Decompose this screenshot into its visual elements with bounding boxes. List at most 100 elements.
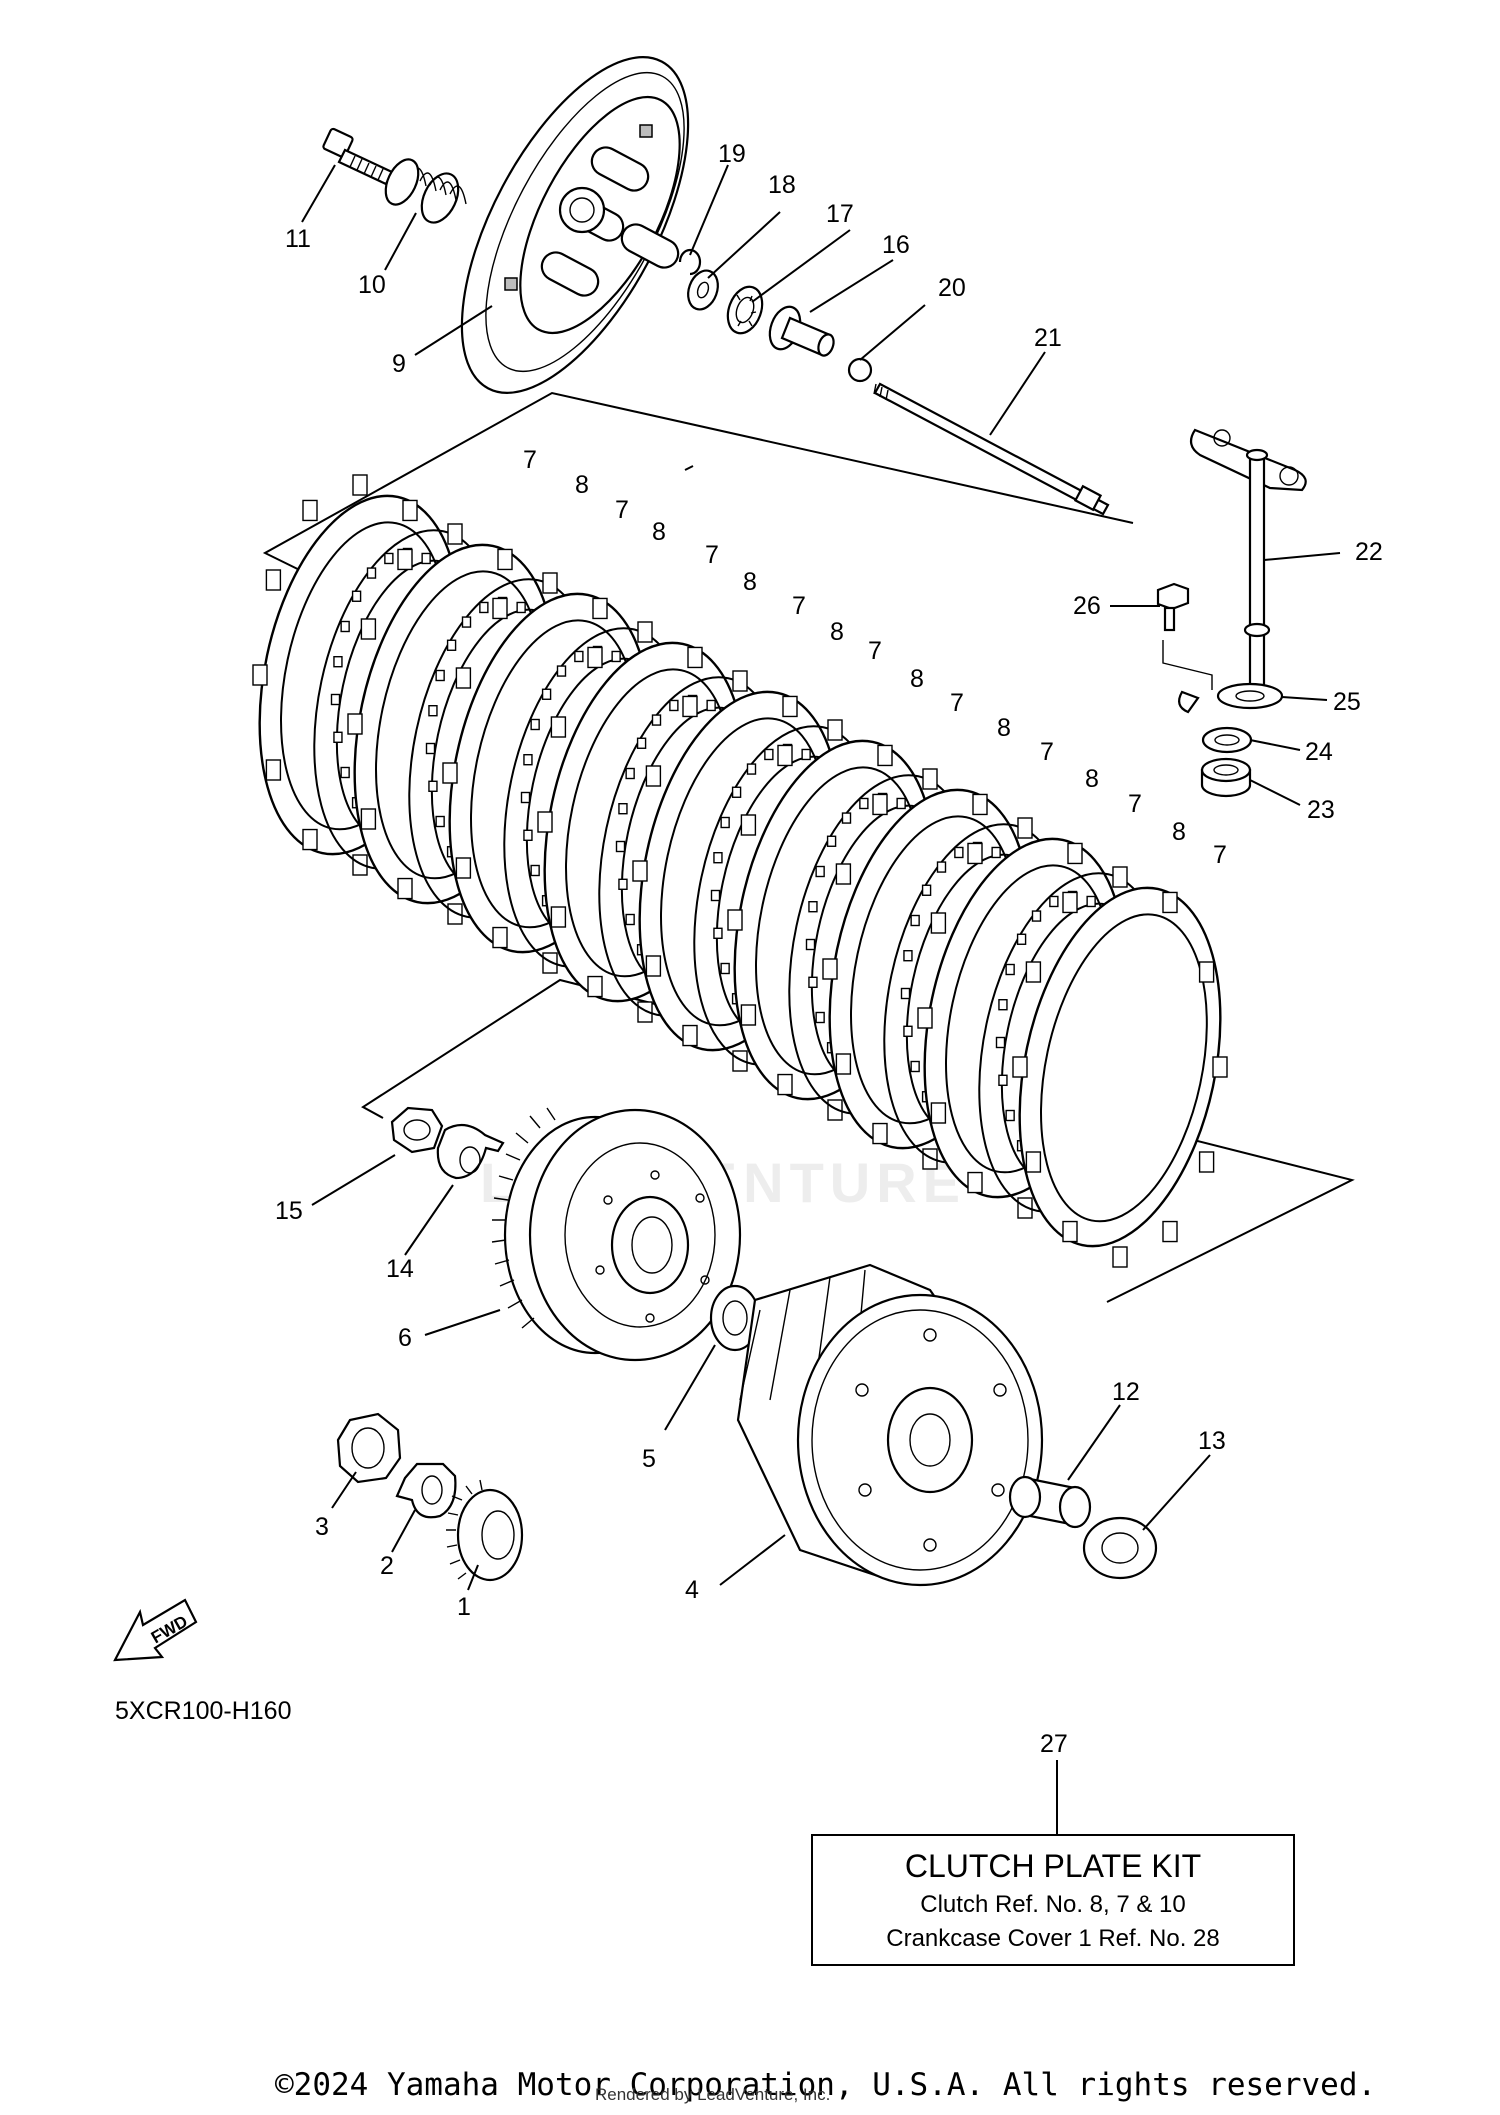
callout-4: 4 [685, 1576, 699, 1604]
steel-plate-tooth [954, 846, 964, 859]
steel-plate-tooth [651, 714, 662, 726]
steel-plate-tooth [900, 987, 911, 1000]
friction-plate-tab [402, 499, 418, 522]
callout-16: 16 [882, 231, 910, 259]
steel-plate-tooth [520, 791, 531, 804]
friction-plate-tab [740, 1004, 757, 1026]
callout-7f: 7 [950, 689, 964, 717]
callout-8h: 8 [1172, 818, 1186, 846]
friction-plate-tab [637, 1001, 653, 1023]
friction-plate-tab [827, 1099, 843, 1121]
part-23-bearing [1200, 757, 1252, 798]
steel-plate-tooth [435, 815, 445, 828]
callout-18: 18 [768, 171, 796, 199]
friction-plate-tab [302, 499, 318, 522]
friction-plate-tab [265, 759, 282, 781]
callout-12: 12 [1112, 1378, 1140, 1406]
callout-8c: 8 [743, 568, 757, 596]
steel-plate-tooth [746, 763, 757, 775]
friction-plate-tab [352, 474, 368, 496]
friction-plate-tab [972, 793, 988, 816]
friction-plate-tab [1067, 842, 1083, 865]
friction-plate-tab [1162, 891, 1178, 914]
steel-plate-tooth [618, 803, 628, 815]
steel-plate-tooth [903, 1025, 913, 1037]
callout-8d: 8 [830, 618, 844, 646]
callout-7g: 7 [1040, 738, 1054, 766]
friction-plate-tab [727, 909, 743, 931]
friction-plate-tab [1112, 866, 1128, 888]
steel-plate-tooth [611, 650, 621, 663]
callout-7h: 7 [1128, 790, 1142, 818]
friction-plate-tab [442, 762, 458, 784]
part-18-washer [687, 269, 719, 311]
steel-plate-tooth [995, 1036, 1006, 1049]
friction-plate-tab [265, 569, 282, 591]
part-17-bearing [726, 285, 764, 335]
steel-plate-tooth [530, 864, 540, 877]
steel-plate-tooth [720, 816, 730, 829]
steel-plate-tooth [808, 901, 818, 913]
friction-plate-tab [455, 667, 472, 689]
steel-plate-tooth [1016, 933, 1027, 945]
part-26-bolt [1156, 582, 1190, 632]
friction-plate-tab [352, 854, 368, 876]
steel-plate-tooth [446, 639, 457, 651]
fwd-arrow: FWD [113, 1598, 198, 1662]
part-22-push-lever-shaft [1189, 428, 1307, 687]
friction-plate-tab [967, 1171, 983, 1194]
callout-7a: 7 [523, 446, 537, 474]
callout-20: 20 [938, 274, 966, 302]
steel-plate-tooth [921, 884, 932, 896]
friction-plate-tab [252, 664, 268, 686]
friction-plate-tab [1012, 1056, 1028, 1078]
callout-8f: 8 [997, 714, 1011, 742]
friction-plate-tab [732, 670, 748, 692]
steel-plate-tooth [841, 812, 852, 824]
steel-plate-tooth [330, 693, 341, 706]
steel-plate-tooth [523, 754, 533, 766]
friction-plate-tab [740, 814, 757, 836]
friction-plate-tab [397, 548, 413, 571]
steel-plate-tooth [461, 616, 472, 628]
steel-plate-tooth [574, 650, 584, 663]
steel-plate-tooth [523, 829, 533, 841]
steel-plate-tooth [910, 1060, 920, 1073]
steel-plate-tooth [428, 705, 438, 717]
steel-plate-tooth [669, 699, 679, 712]
friction-plate-tab [360, 618, 377, 640]
friction-plate-tab [492, 597, 508, 620]
copyright-notice: ©2024 Yamaha Motor Corporation, U.S.A. A… [275, 2067, 1377, 2103]
callout-1: 1 [457, 1593, 471, 1621]
steel-plate-tooth [384, 552, 394, 565]
friction-plate-tab [835, 863, 852, 885]
part-21-push-rod [873, 382, 1110, 516]
friction-plate-tab [827, 719, 843, 741]
steel-plate-tooth [625, 913, 635, 926]
leader-lines [301, 164, 1341, 1834]
friction-plate-tab [835, 1053, 852, 1075]
steel-plate-tooth [815, 1011, 825, 1024]
steel-plate-tooth [896, 797, 906, 810]
friction-plate-tab [497, 548, 513, 571]
friction-plate-tab [347, 713, 363, 735]
steel-plate-tooth [713, 927, 723, 939]
callout-9: 9 [392, 350, 406, 378]
kit-title: CLUTCH PLATE KIT [904, 1848, 1202, 1884]
callout-7i: 7 [1213, 841, 1227, 869]
steel-plate-tooth [903, 950, 913, 962]
steel-plate-tooth [910, 914, 920, 927]
friction-plate-tab [872, 1122, 888, 1145]
friction-plate-tab [1198, 961, 1215, 983]
steel-plate-tooth [618, 878, 628, 890]
friction-plate-tab [1062, 891, 1078, 914]
steel-plate-tooth [340, 766, 350, 779]
callout-7c: 7 [705, 541, 719, 569]
friction-plate-tab [822, 958, 838, 980]
friction-plate-tab [637, 621, 653, 643]
steel-plate-tooth [625, 767, 635, 780]
friction-plate-tab [447, 903, 463, 925]
friction-plate-tab [1025, 961, 1042, 983]
steel-plate-tooth [859, 797, 869, 810]
steel-plate-tooth [425, 742, 436, 755]
